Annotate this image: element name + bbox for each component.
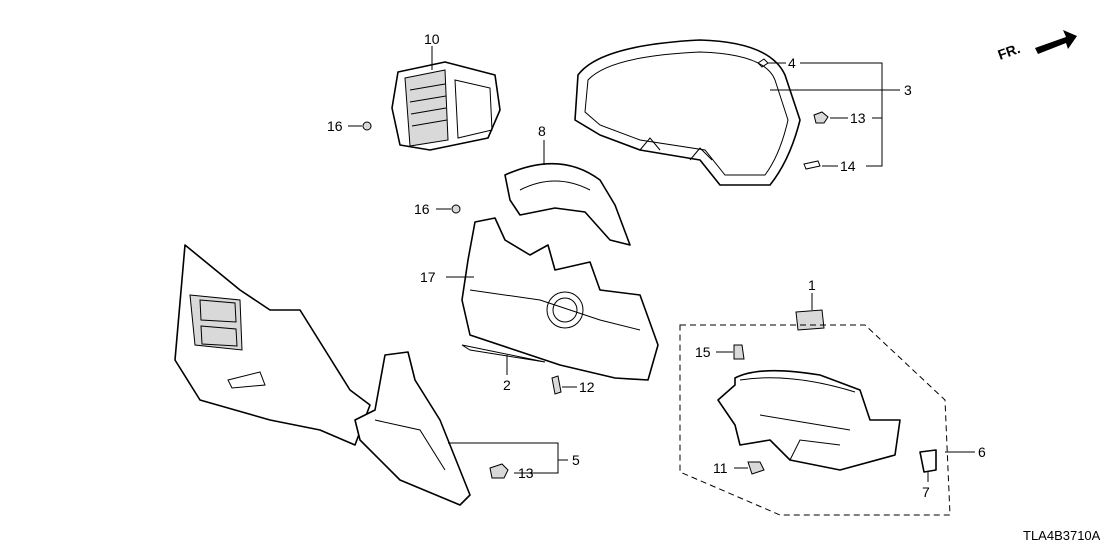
label-3: 3 <box>904 82 912 98</box>
label-16a: 16 <box>327 118 343 134</box>
label-2: 2 <box>503 377 511 393</box>
label-14: 14 <box>840 158 856 174</box>
label-7: 7 <box>922 484 930 500</box>
part-14-clip <box>803 160 821 170</box>
part-6-glove-box-assembly <box>717 369 901 471</box>
diagram-code: TLA4B3710A <box>1023 528 1101 543</box>
label-10: 10 <box>424 31 440 47</box>
label-11: 11 <box>713 460 728 476</box>
label-4: 4 <box>788 55 796 71</box>
label-6: 6 <box>978 444 986 460</box>
part-1-switch <box>795 309 825 331</box>
label-17: 17 <box>420 269 436 285</box>
part-16-screw-b <box>451 204 461 214</box>
part-8-upper-column-cover <box>504 162 631 246</box>
part-3-meter-visor <box>574 39 801 186</box>
left-lower-dashboard-panel <box>174 244 371 446</box>
part-13-clip-b <box>489 463 509 479</box>
fr-label: FR. <box>996 40 1023 63</box>
front-direction-arrow: FR. <box>996 30 1077 63</box>
part-11-clip <box>747 461 765 475</box>
part-12-screw <box>551 375 562 395</box>
part-5-knee-panel <box>354 351 471 506</box>
label-13a: 13 <box>850 110 866 126</box>
label-1: 1 <box>808 277 816 293</box>
label-16b: 16 <box>414 201 430 217</box>
label-13b: 13 <box>518 465 534 481</box>
part-16-screw <box>362 121 372 131</box>
part-2-lower-column-cover <box>461 217 659 381</box>
label-15: 15 <box>695 344 711 360</box>
arrow-icon <box>1035 30 1077 54</box>
label-5: 5 <box>572 452 580 468</box>
part-10-air-vent <box>391 61 501 151</box>
part-13-clip <box>813 111 829 124</box>
label-12: 12 <box>579 379 595 395</box>
label-8: 8 <box>538 123 546 139</box>
part-15-clip <box>733 344 745 360</box>
part-6-group-box <box>679 324 951 516</box>
part-7-damper <box>919 449 937 473</box>
